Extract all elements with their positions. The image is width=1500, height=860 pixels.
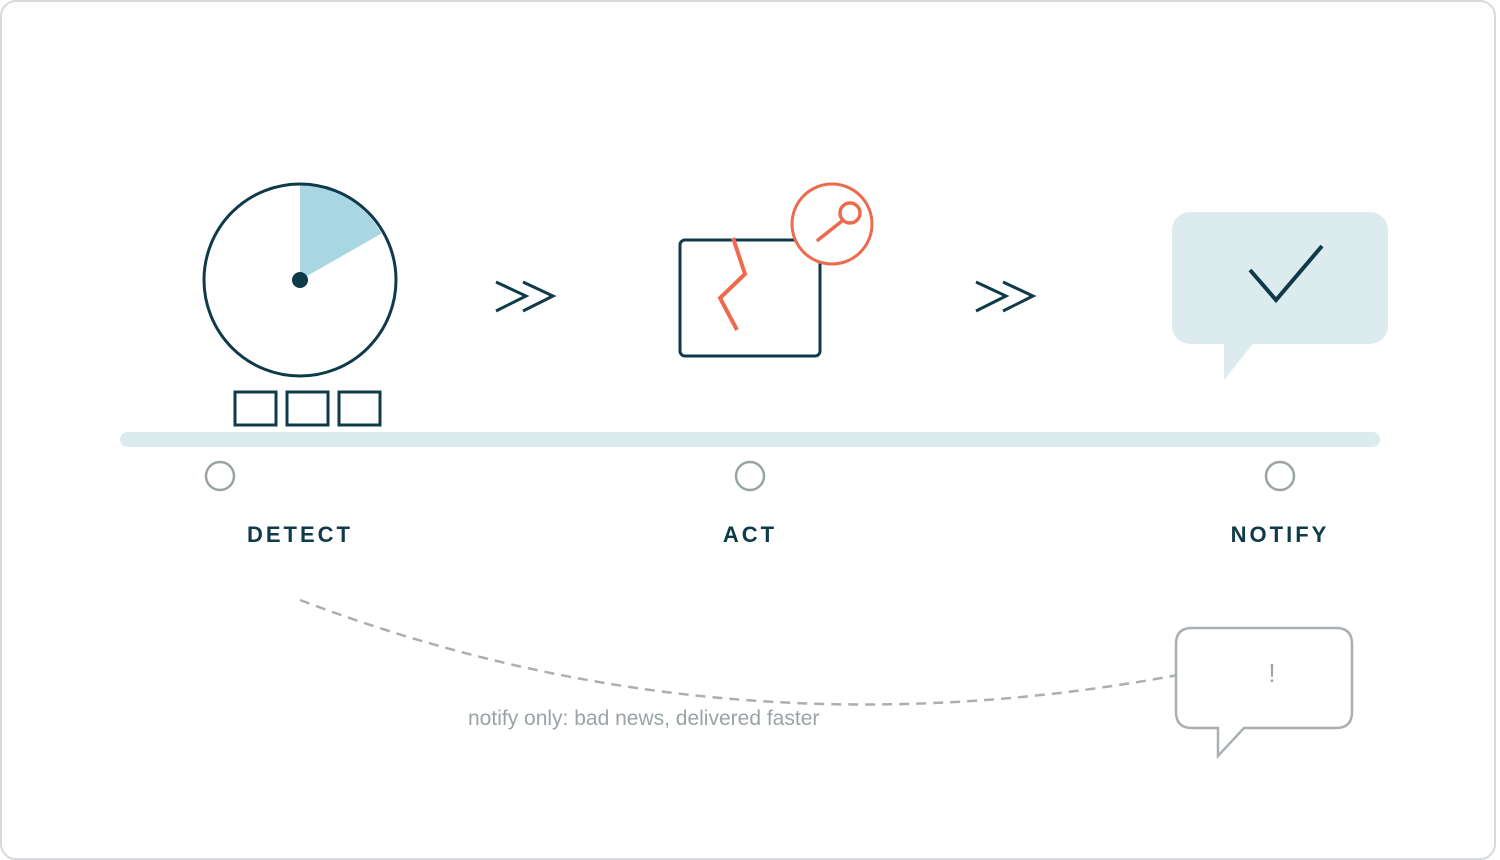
stage-label-detect: DETECT xyxy=(247,522,353,547)
bubble-tail xyxy=(1224,340,1256,380)
magnifier-handle xyxy=(816,219,844,242)
timer-elapsed-wedge xyxy=(300,184,382,280)
magnifier-badge-ring xyxy=(790,182,874,266)
check-mark xyxy=(1248,244,1324,304)
window-frame xyxy=(678,238,822,358)
speech-bubble-check-icon xyxy=(1172,212,1388,380)
stage-marker-act xyxy=(734,460,766,492)
timeline-track xyxy=(120,432,1380,447)
queue-boxes-icon xyxy=(233,390,382,427)
workflow-diagram xyxy=(120,182,1388,760)
exclamation-icon: ! xyxy=(1268,658,1276,688)
queue-box xyxy=(233,390,278,427)
speech-bubble-exclamation-icon xyxy=(1174,626,1354,760)
queue-box xyxy=(285,390,330,427)
broken-window-icon xyxy=(678,237,822,358)
magnifier-lens xyxy=(838,201,862,225)
notify-only-caption: notify only: bad news, delivered faster xyxy=(468,707,820,730)
double-chevron-icon xyxy=(495,280,557,313)
timer-center-dot xyxy=(292,272,308,288)
queue-box xyxy=(337,390,382,427)
double-chevron-icon xyxy=(975,280,1037,313)
bubble-body xyxy=(1172,212,1388,344)
magnifier-badge-icon xyxy=(790,182,874,266)
stage-marker-detect xyxy=(204,460,236,492)
stage-label-notify: NOTIFY xyxy=(1230,522,1330,547)
timer-icon xyxy=(202,182,398,378)
notify-only-arc xyxy=(299,598,1179,706)
stage-marker-notify xyxy=(1264,460,1296,492)
alert-bubble-outline xyxy=(1174,626,1354,760)
timer-dial xyxy=(202,182,398,378)
crack-line xyxy=(717,237,748,331)
stage-label-act: ACT xyxy=(722,522,778,547)
